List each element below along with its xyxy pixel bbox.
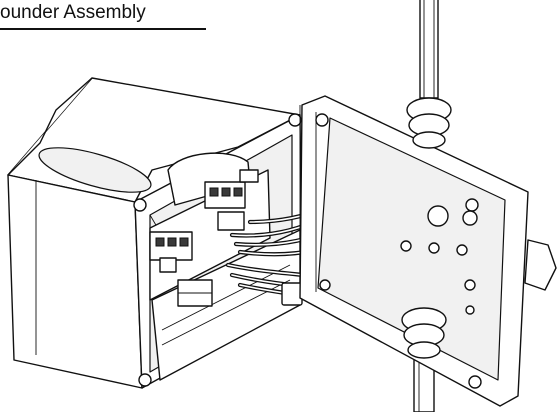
component-small bbox=[159, 257, 177, 273]
hood-slot bbox=[38, 147, 152, 193]
diagram-title: ounder Assembly bbox=[0, 2, 146, 23]
knockout-4 bbox=[428, 242, 440, 254]
cable-connector bbox=[281, 282, 303, 306]
knockout-1 bbox=[462, 210, 478, 226]
right-screw-bottom-right bbox=[468, 375, 482, 389]
knockout-2 bbox=[427, 205, 449, 227]
knockout-6 bbox=[464, 279, 476, 291]
terminal-block-3 bbox=[217, 211, 245, 231]
circuit-board bbox=[149, 169, 271, 307]
screw-top-left bbox=[133, 198, 147, 212]
left-enclosure-hood bbox=[7, 77, 301, 389]
title-underline bbox=[0, 28, 206, 30]
side-bracket bbox=[524, 239, 557, 291]
component-header bbox=[239, 169, 259, 183]
right-enclosure bbox=[299, 95, 557, 407]
knockout-7 bbox=[465, 305, 475, 315]
conduit-top bbox=[419, 0, 439, 99]
knockout-3 bbox=[456, 244, 468, 256]
right-screw-top-left bbox=[315, 113, 329, 127]
screw-top-right bbox=[288, 113, 302, 127]
knockout-5 bbox=[400, 240, 412, 252]
right-screw-top-right bbox=[465, 198, 479, 212]
right-screw-bottom-left bbox=[319, 279, 331, 291]
screw-bottom-left bbox=[138, 373, 152, 387]
